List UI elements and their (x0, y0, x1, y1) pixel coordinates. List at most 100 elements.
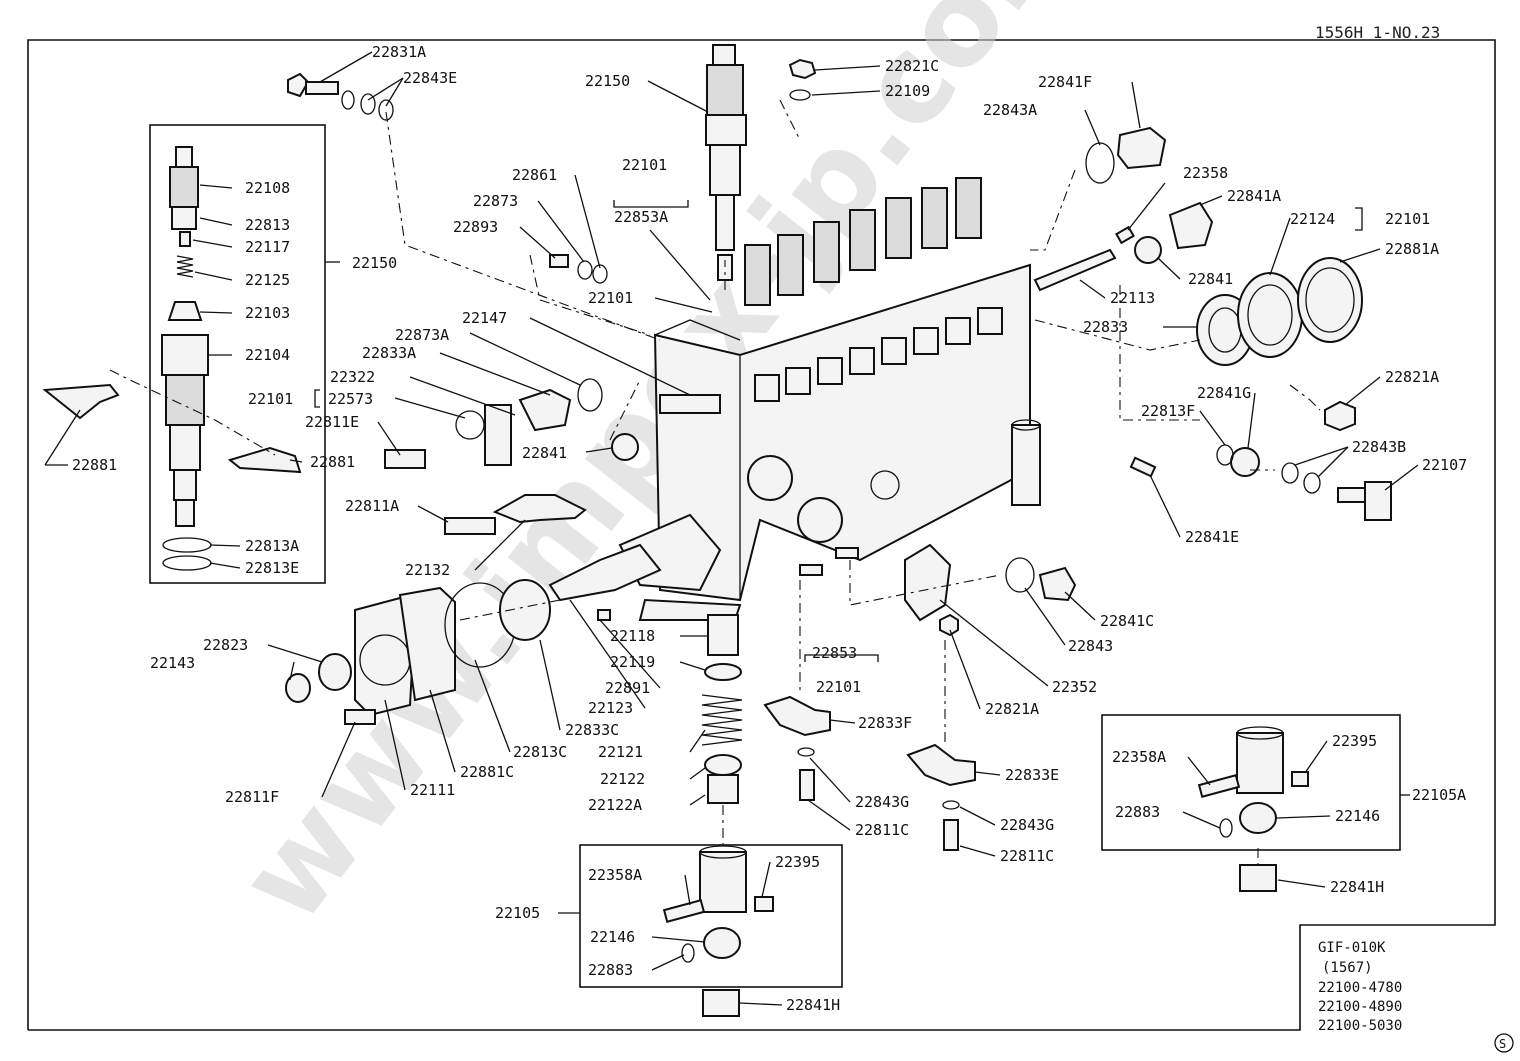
label-22108: 22108 (245, 179, 290, 197)
label-22101-lower: 22101 (816, 678, 861, 696)
label-22881A: 22881A (1385, 240, 1439, 258)
washer (378, 99, 394, 121)
pump-body (618, 177, 1041, 621)
label-22143: 22143 (150, 654, 195, 672)
label-22147: 22147 (462, 309, 507, 327)
label-22124: 22124 (1290, 210, 1335, 228)
label-22843: 22843 (1068, 637, 1113, 655)
label-22119: 22119 (610, 653, 655, 671)
label-22813A: 22813A (245, 537, 299, 555)
label-22395: 22395 (775, 853, 820, 871)
tappet-parts (662, 845, 774, 1017)
label-22831A: 22831A (372, 43, 426, 61)
label-22103: 22103 (245, 304, 290, 322)
label-22821A-lower: 22821A (985, 700, 1039, 718)
label-22105: 22105 (495, 904, 540, 922)
label-22121: 22121 (598, 743, 643, 761)
washer-22843B (1303, 472, 1321, 494)
gasket-22841 (1134, 236, 1162, 264)
title-line-3: 22100-4780 (1318, 980, 1402, 996)
bolt-22831A (287, 72, 339, 98)
label-22811F: 22811F (225, 788, 279, 806)
label-22853A: 22853A (614, 208, 668, 226)
label-22132: 22132 (405, 561, 450, 579)
label-22811E: 22811E (305, 413, 359, 431)
washer-22861 (592, 264, 608, 284)
label-22352: 22352 (1052, 678, 1097, 696)
alignment-lines (109, 99, 1321, 865)
title-block: GIF-010K (1567) 22100-4780 22100-4890 22… (1318, 940, 1402, 1034)
label-22823: 22823 (203, 636, 248, 654)
governor-link-parts (384, 378, 721, 469)
corner-mark-circle (1494, 1033, 1514, 1053)
bolt-22811C (943, 819, 959, 851)
label-22101-left: 22101 (248, 390, 293, 408)
label-22843G: 22843G (855, 793, 909, 811)
washer-22843G (797, 747, 815, 757)
drawing-frame (27, 39, 1496, 1031)
bolt-22811C (799, 769, 815, 801)
label-22843A: 22843A (983, 101, 1037, 119)
oring-22813F (1216, 444, 1234, 466)
part-labels: 22831A 22843E 22150 22821C 22109 22841F … (72, 43, 1467, 1014)
label-22101-mid: 22101 (588, 289, 633, 307)
gasket-22843 (1005, 557, 1035, 593)
nut-22821C (788, 58, 817, 80)
label-22113: 22113 (1110, 289, 1155, 307)
label-22123: 22123 (588, 699, 633, 717)
pin-22358 (1115, 225, 1135, 245)
tappet-box-22105 (579, 844, 843, 988)
label-22109: 22109 (885, 82, 930, 100)
label-22101-top: 22101 (622, 156, 667, 174)
stud-22853 (835, 547, 859, 559)
label-22101-right: 22101 (1385, 210, 1430, 228)
label-22107: 22107 (1422, 456, 1467, 474)
label-22841H-right: 22841H (1330, 878, 1384, 896)
label-22358: 22358 (1183, 164, 1228, 182)
label-22843B: 22843B (1352, 438, 1406, 456)
label-22125: 22125 (245, 271, 290, 289)
label-22811A: 22811A (345, 497, 399, 515)
label-22841A: 22841A (1227, 187, 1281, 205)
title-line-2: (1567) (1322, 960, 1373, 976)
front-flange-group (285, 579, 551, 725)
tappet-parts-A (1197, 726, 1309, 892)
title-line-4: 22100-4890 (1318, 999, 1402, 1015)
washer (341, 90, 355, 110)
label-22873: 22873 (473, 192, 518, 210)
leader-lines (44, 51, 1419, 1006)
sheet-reference: 1556H 1-NO.23 (1315, 23, 1440, 42)
plunger-group (597, 609, 743, 804)
washer-22843B (1281, 462, 1299, 484)
label-22118: 22118 (610, 627, 655, 645)
label-22104: 22104 (245, 346, 290, 364)
title-line-1: GIF-010K (1318, 940, 1386, 956)
label-22833A: 22833A (362, 344, 416, 362)
label-22881-right: 22881 (310, 453, 355, 471)
label-22111: 22111 (410, 781, 455, 799)
label-22843E: 22843E (403, 69, 457, 87)
bolt-22811A (444, 517, 496, 535)
label-22813F: 22813F (1141, 402, 1195, 420)
label-22833: 22833 (1083, 318, 1128, 336)
label-22843G-lower: 22843G (1000, 816, 1054, 834)
bracket-22881-right (227, 446, 302, 474)
label-22821C: 22821C (885, 57, 939, 75)
label-22150-box: 22150 (352, 254, 397, 272)
label-22146-right: 22146 (1335, 807, 1380, 825)
label-22883: 22883 (588, 961, 633, 979)
label-22833F: 22833F (858, 714, 912, 732)
plug-22841C (1038, 566, 1077, 602)
label-22117: 22117 (245, 238, 290, 256)
bolt-22107 (1337, 481, 1392, 521)
label-22150: 22150 (585, 72, 630, 90)
bracket-22881-left (42, 383, 120, 420)
bearing-cap-22833F (763, 695, 831, 737)
label-22881C: 22881C (460, 763, 514, 781)
label-22105A: 22105A (1412, 786, 1466, 804)
label-22833E: 22833E (1005, 766, 1059, 784)
label-22395-right: 22395 (1332, 732, 1377, 750)
bolt-22841E (1129, 456, 1157, 478)
gasket-22843A (1085, 142, 1115, 184)
